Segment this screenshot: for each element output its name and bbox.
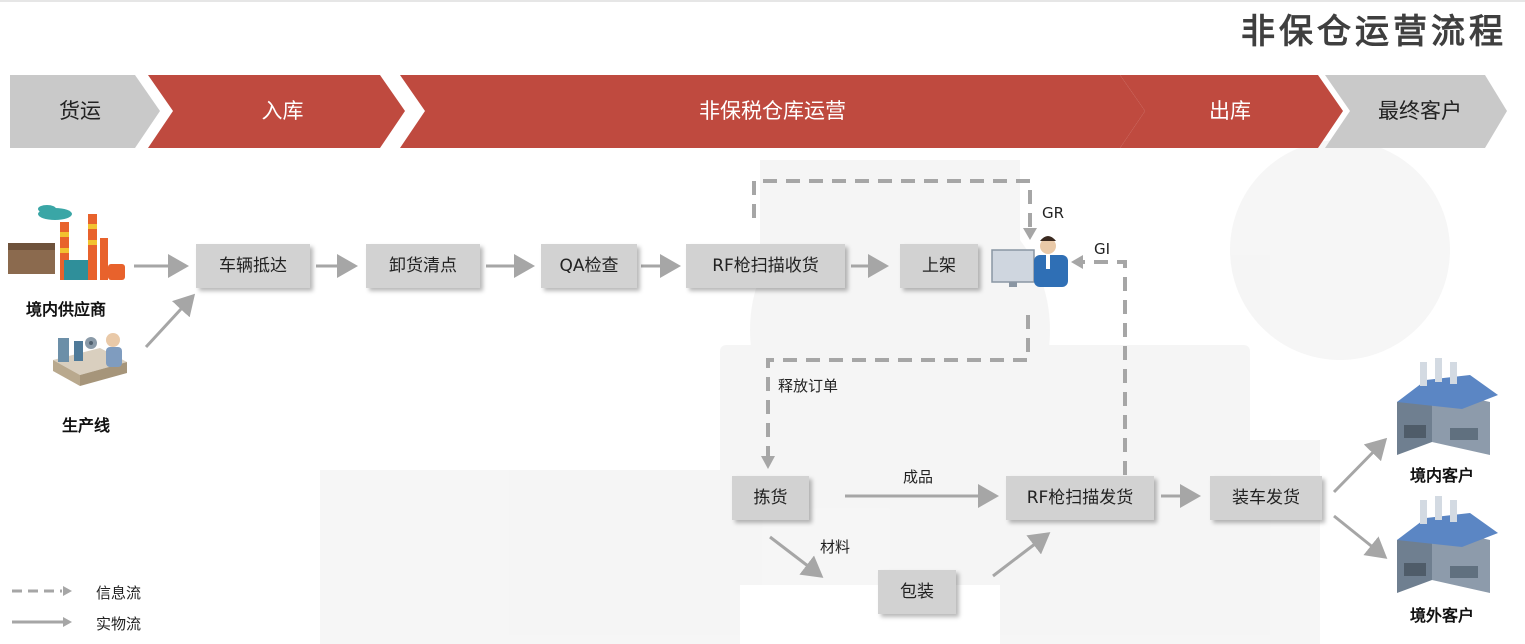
info-flow-arrowheads xyxy=(761,228,1083,469)
step-rf-receive: RF枪扫描收货 xyxy=(686,244,845,288)
flow-load-to-domestic xyxy=(1332,437,1388,494)
step-rf-ship: RF枪扫描发货 xyxy=(1006,476,1154,520)
flow-packing-to-rf-ship xyxy=(992,532,1051,578)
release-order-label: 释放订单 xyxy=(778,377,839,395)
page-title: 非保仓运营流程 xyxy=(1241,12,1507,52)
stage-freight-shape xyxy=(10,75,160,148)
stage-warehouse-shape xyxy=(400,75,1145,148)
background-watermark xyxy=(320,140,1450,644)
domestic-customer-label: 境内客户 xyxy=(1410,466,1475,485)
stage-banner xyxy=(10,75,1507,148)
gr-info-line xyxy=(752,179,1032,232)
legend-info-flow-label: 信息流 xyxy=(96,584,142,602)
stage-warehouse-label: 非保税仓库运营 xyxy=(699,99,846,123)
step-qa-check: QA检查 xyxy=(541,244,637,288)
flow-line-to-vehicle xyxy=(144,293,196,349)
gr-label: GR xyxy=(1042,204,1065,222)
legend-symbols xyxy=(12,586,72,627)
domestic-customer-warehouse-icon xyxy=(1397,358,1498,455)
overseas-customer-warehouse-icon xyxy=(1397,496,1498,593)
step-unload-count: 卸货清点 xyxy=(366,244,480,288)
step-load-ship: 装车发货 xyxy=(1210,476,1322,520)
gi-info-line xyxy=(1080,260,1127,475)
gr-arrowhead xyxy=(1023,228,1037,240)
step-picking: 拣货 xyxy=(732,476,809,520)
finished-goods-label: 成品 xyxy=(903,468,934,486)
release-order-arrowhead xyxy=(761,456,775,469)
overseas-customer-label: 境外客户 xyxy=(1410,606,1475,625)
info-flow-lines xyxy=(752,179,1127,475)
release-order-line xyxy=(766,315,1030,460)
legend-physical-flow-label: 实物流 xyxy=(96,615,142,633)
flow-picking-to-packing xyxy=(769,535,824,578)
gi-arrowhead xyxy=(1071,255,1083,269)
gi-label: GI xyxy=(1094,240,1111,258)
stage-customer-label: 最终客户 xyxy=(1378,99,1462,123)
legend-solid-arrow-icon xyxy=(63,617,72,627)
domestic-supplier-label: 境内供应商 xyxy=(26,300,107,319)
stage-inbound-label: 入库 xyxy=(261,99,304,123)
production-line-label: 生产线 xyxy=(62,416,111,435)
factory-icon xyxy=(8,205,125,280)
step-packing: 包装 xyxy=(878,570,956,614)
stage-inbound-shape xyxy=(148,75,405,148)
clerk-icon xyxy=(991,236,1068,287)
stage-outbound-label: 出库 xyxy=(1209,99,1251,123)
materials-label: 材料 xyxy=(820,538,851,556)
physical-flow-lines xyxy=(134,254,1388,578)
production-line-icon xyxy=(53,333,127,386)
stage-customer-shape xyxy=(1325,75,1507,148)
step-putaway: 上架 xyxy=(900,244,978,288)
flow-load-to-overseas xyxy=(1333,514,1388,559)
stage-freight-label: 货运 xyxy=(59,99,101,123)
legend-dashed-arrow-icon xyxy=(63,586,72,596)
stage-outbound-shape xyxy=(1120,75,1343,148)
top-divider xyxy=(0,0,1525,2)
step-vehicle-arrival: 车辆抵达 xyxy=(196,244,310,288)
